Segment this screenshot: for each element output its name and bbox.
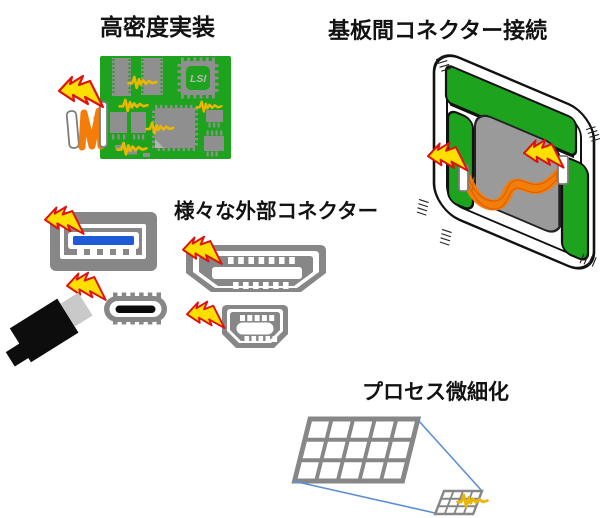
zoom-callout-lines xyxy=(292,419,483,514)
hdmi-pins-bottom xyxy=(233,282,289,289)
small-chip xyxy=(110,112,127,140)
lightning-bolt-icon xyxy=(66,271,107,301)
green-board-right xyxy=(560,157,590,261)
ram-chip xyxy=(141,58,163,95)
usb-plug xyxy=(5,292,93,367)
lightning-bolt-icon xyxy=(186,300,226,329)
corner-hatching xyxy=(411,195,435,220)
small-chip xyxy=(131,112,146,140)
soic-chip xyxy=(204,130,224,157)
board-to-board-illustration xyxy=(411,53,600,272)
qfp-chip xyxy=(152,105,198,151)
section-title-external-connectors: 様々な外部コネクター xyxy=(174,200,379,223)
hdmi-pins-top xyxy=(228,257,295,264)
connector-pins xyxy=(93,117,99,135)
connector-bar xyxy=(99,101,108,148)
usb-a-contacts xyxy=(77,249,136,255)
corner-hatching xyxy=(434,225,458,250)
section-title-board-to-board: 基板間コネクター接続 xyxy=(328,18,548,43)
lightning-bolt-icon xyxy=(57,74,105,109)
lsi-chip: LSI xyxy=(177,57,219,99)
usb-a-tongue xyxy=(73,236,134,245)
mini-usb-connector xyxy=(222,305,288,348)
pcb-illustration: LSI xyxy=(57,56,231,159)
small-chip xyxy=(206,110,223,128)
mini-usb-pins-top xyxy=(240,315,275,321)
plug-tip xyxy=(60,292,93,327)
process-illustration xyxy=(291,416,489,516)
usb-c-connector xyxy=(104,292,167,325)
section-title-process-shrink: プロセス微細化 xyxy=(362,381,509,404)
mini-usb-pins-bottom xyxy=(244,336,278,342)
lsi-chip-label: LSI xyxy=(190,73,207,85)
connector-bar xyxy=(65,110,80,149)
passive-components xyxy=(115,145,150,157)
section-title-high-density: 高密度実装 xyxy=(100,14,215,40)
external-connectors-illustration xyxy=(5,205,326,367)
die-grid-large xyxy=(291,416,422,484)
ram-chip xyxy=(112,58,131,96)
hdmi-connector xyxy=(186,245,326,292)
